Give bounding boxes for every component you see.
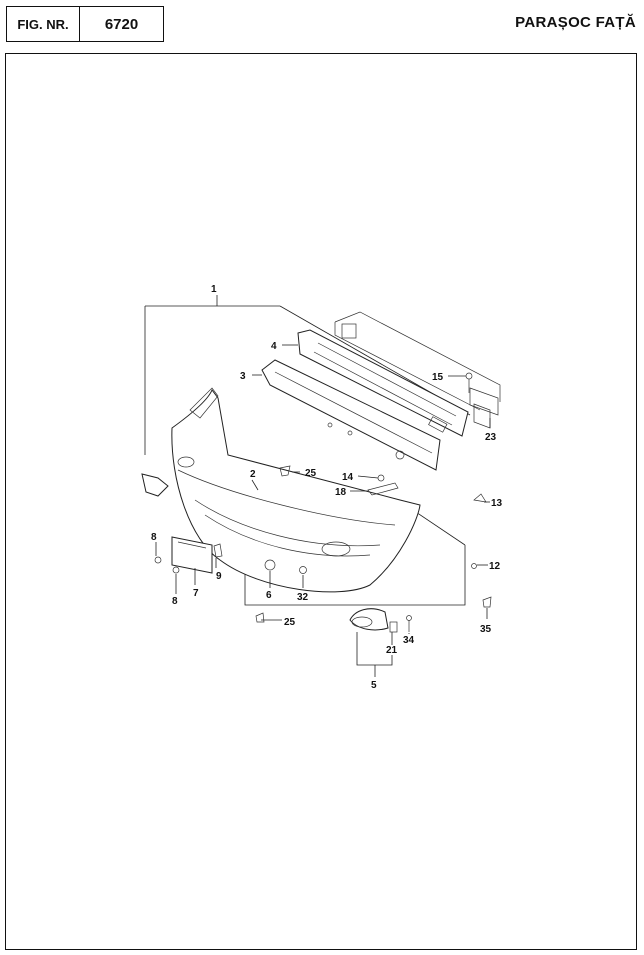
callout-6: 6: [266, 590, 272, 601]
figure-number-label: FIG. NR.: [7, 7, 80, 41]
vehicle-frame-rail: [334, 311, 501, 429]
callout-8-bottom: 8: [172, 596, 178, 607]
reinforcement-beam-part: [297, 329, 469, 437]
callout-7: 7: [193, 588, 199, 599]
callout-8-top: 8: [151, 532, 157, 543]
callout-14: 14: [342, 472, 354, 483]
callout-15: 15: [432, 372, 444, 383]
energy-absorber-part: [261, 359, 441, 471]
callout-13: 13: [491, 498, 503, 509]
callout-32: 32: [297, 592, 309, 603]
callout-23: 23: [485, 432, 497, 443]
callout-1: 1: [211, 284, 217, 295]
callout-25-bottom: 25: [284, 617, 296, 628]
callout-2: 2: [250, 469, 256, 480]
callout-35: 35: [480, 624, 492, 635]
callout-3: 3: [240, 371, 246, 382]
page-title: PARAȘOC FAȚĂ: [515, 14, 636, 31]
fog-lamp-part: [349, 608, 389, 631]
callout-21: 21: [386, 645, 398, 656]
bumper-cover-part: [171, 387, 421, 593]
callout-5: 5: [371, 680, 377, 691]
fasteners: [154, 372, 492, 633]
license-plate-bracket-part: [171, 536, 213, 574]
diagram-frame: [5, 53, 637, 950]
callout-25-top: 25: [305, 468, 317, 479]
side-bracket-part: [141, 473, 169, 497]
callout-labels: 1 4 3 15 23 2 25 14 18 13 8 9 12 7 8 6 3…: [151, 284, 503, 691]
leader-lines: [155, 344, 491, 677]
callout-12: 12: [489, 561, 501, 572]
figure-number-box: FIG. NR. 6720: [6, 6, 164, 42]
callout-18: 18: [335, 487, 347, 498]
callout-9: 9: [216, 571, 222, 582]
callout-34: 34: [403, 635, 415, 646]
figure-number-value: 6720: [104, 15, 139, 33]
callout-4: 4: [271, 341, 277, 352]
